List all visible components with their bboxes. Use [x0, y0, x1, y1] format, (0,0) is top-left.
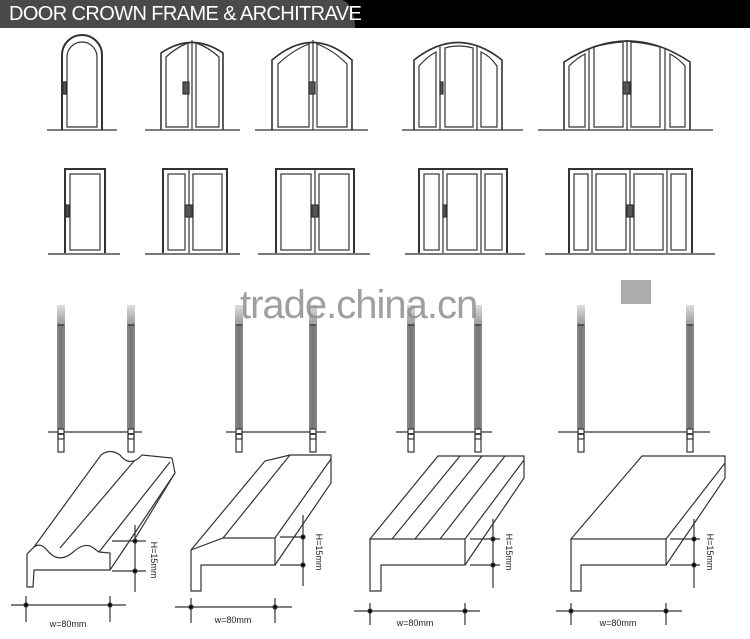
jamb-pair-2 [226, 304, 326, 453]
svg-text:H=15mm: H=15mm [705, 534, 715, 571]
jamb-pair-4 [558, 280, 710, 453]
page-title: DOOR CROWN FRAME & ARCHITRAVE [9, 3, 362, 25]
svg-text:H=15mm: H=15mm [149, 542, 159, 579]
arched-doors-row [47, 34, 713, 131]
quad-door [545, 168, 715, 255]
double-door-wide [258, 168, 370, 255]
header-tab: DOOR CROWN FRAME & ARCHITRAVE [0, 0, 362, 28]
double-arched-door-narrow [145, 40, 240, 131]
svg-text:H=15mm: H=15mm [314, 534, 324, 571]
triple-door [405, 168, 525, 255]
ogee-profile: H=15mm w=80mm [11, 450, 176, 629]
svg-text:w=80mm: w=80mm [396, 618, 434, 628]
jamb-pair-3 [396, 304, 492, 453]
double-door-narrow [145, 168, 240, 255]
single-arched-door [47, 34, 117, 131]
flat-profile: H=15mm w=80mm [556, 455, 726, 628]
quad-arched-door [538, 40, 713, 131]
svg-text:w=80mm: w=80mm [214, 615, 252, 625]
grooved-profile: H=15mm w=80mm [354, 455, 525, 628]
double-arched-door-wide [255, 40, 368, 131]
svg-text:H=15mm: H=15mm [504, 534, 514, 571]
triple-arched-door [402, 41, 523, 131]
jamb-pairs-row [48, 280, 710, 453]
jamb-pair-1 [48, 304, 142, 453]
single-door [48, 168, 120, 255]
watermark: trade.china.cn [240, 283, 478, 327]
drawings: H=15mm w=80mm H=15mm w=80mm H=15mm [11, 34, 726, 629]
rectangular-doors-row [48, 168, 715, 255]
svg-text:w=80mm: w=80mm [599, 618, 637, 628]
svg-text:w=80mm: w=80mm [49, 619, 87, 629]
chamfer-profile: H=15mm w=80mm [175, 454, 332, 625]
